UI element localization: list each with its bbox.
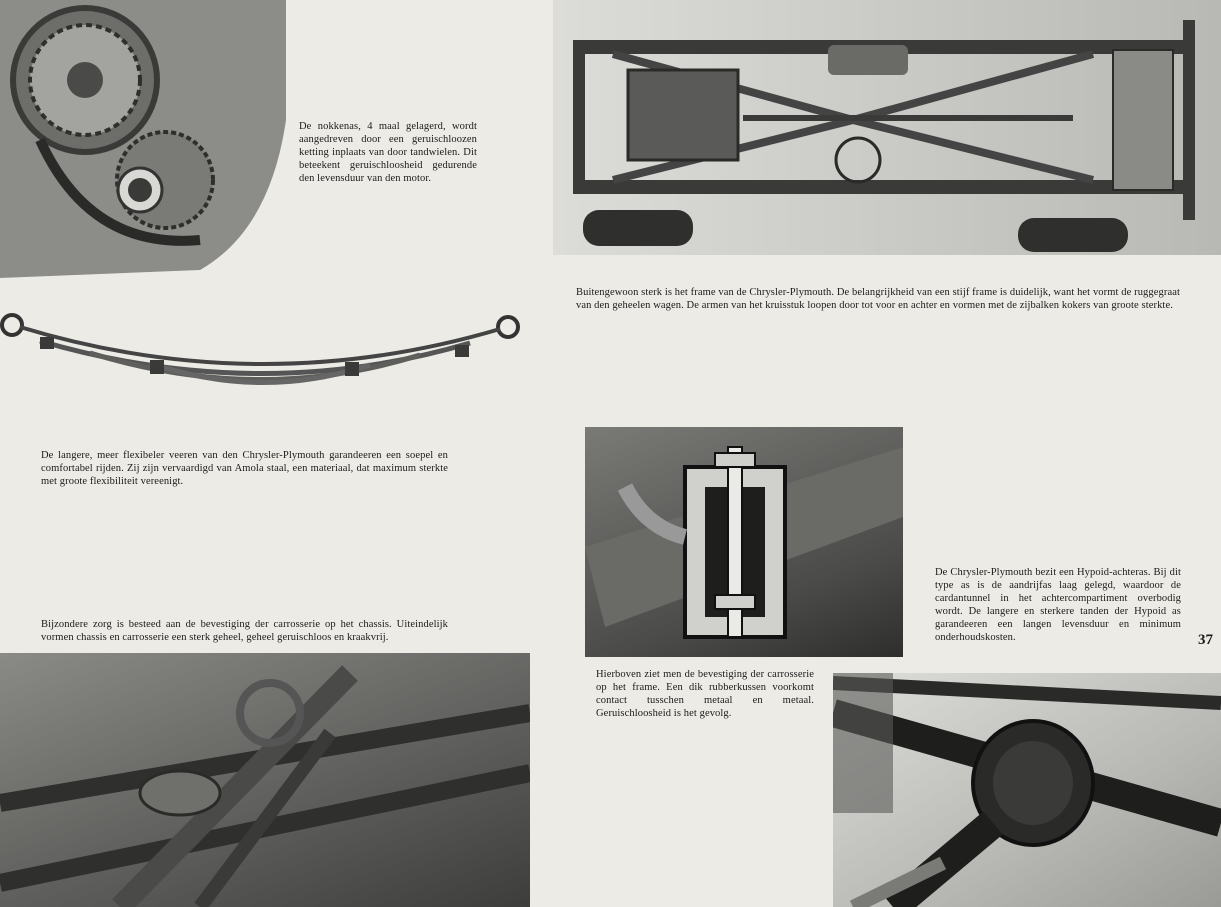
frame-caption: Buitengewoon sterk is het frame van de C… — [576, 287, 1180, 311]
body-mount-caption: Bijzondere zorg is besteed aan de bevest… — [41, 619, 448, 643]
page-number: 37 — [1198, 632, 1213, 648]
rubber-cushion-caption: Hierboven ziet men de bevestiging der ca… — [596, 669, 814, 719]
body-mount-cutaway-photo — [585, 427, 903, 657]
camshaft-gear-photo — [0, 0, 286, 278]
hypoid-axle-photo — [833, 673, 1221, 907]
camshaft-caption: De nokkenas, 4 maal gelagerd, wordt aang… — [299, 121, 477, 184]
leaf-spring-photo — [0, 305, 524, 395]
chassis-top-view-photo — [553, 0, 1221, 255]
springs-caption: De langere, meer flexibeler veeren van d… — [41, 450, 448, 487]
hypoid-caption: De Chrysler-Plymouth bezit een Hypoid-ac… — [935, 567, 1181, 643]
chassis-frame-photo — [0, 653, 530, 907]
